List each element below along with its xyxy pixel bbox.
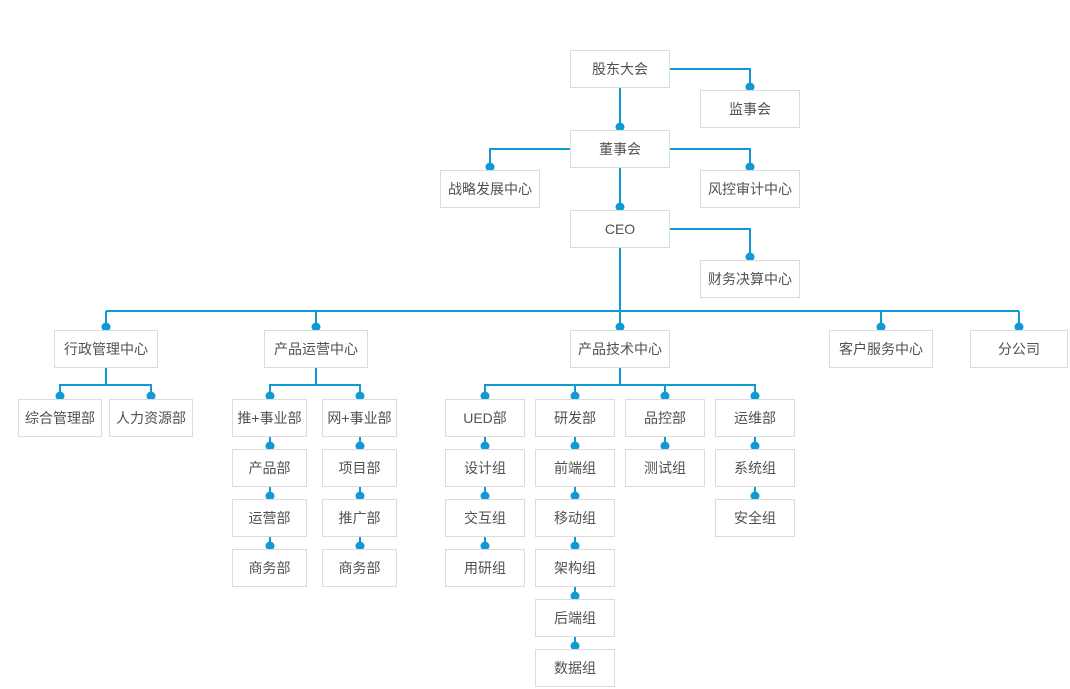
node-testing-group[interactable]: 测试组 [625,449,705,487]
node-system-group[interactable]: 系统组 [715,449,795,487]
node-business-dept-2[interactable]: 商务部 [322,549,397,587]
connector-dot [265,441,275,451]
connector-dot [265,541,275,551]
connector-dot [480,441,490,451]
connector-dot [745,162,755,172]
connector-dot [660,391,670,401]
node-wang-business-dept[interactable]: 网+事业部 [322,399,397,437]
node-rd-dept[interactable]: 研发部 [535,399,615,437]
connector-dot [311,322,321,332]
connector-line [59,384,152,399]
node-customer-service-center[interactable]: 客户服务中心 [829,330,933,368]
connector-dot [570,441,580,451]
connector-dot [355,541,365,551]
node-backend-group[interactable]: 后端组 [535,599,615,637]
connector-dot [355,441,365,451]
node-mobile-group[interactable]: 移动组 [535,499,615,537]
connector-line [489,148,570,170]
connector-dot [101,322,111,332]
node-finance-settlement-center[interactable]: 财务决算中心 [700,260,800,298]
connector-dot [750,391,760,401]
node-product-dept[interactable]: 产品部 [232,449,307,487]
node-qc-dept[interactable]: 品控部 [625,399,705,437]
connector-dot [745,252,755,262]
connector-dot [745,82,755,92]
node-frontend-group[interactable]: 前端组 [535,449,615,487]
node-project-dept[interactable]: 项目部 [322,449,397,487]
node-data-group[interactable]: 数据组 [535,649,615,687]
connector-dot [876,322,886,332]
connector-line [670,148,751,170]
node-shareholders-meeting[interactable]: 股东大会 [570,50,670,88]
connector-dot [615,122,625,132]
node-business-dept-1[interactable]: 商务部 [232,549,307,587]
node-board-of-directors[interactable]: 董事会 [570,130,670,168]
node-supervisory-board[interactable]: 监事会 [700,90,800,128]
connector-dot [570,491,580,501]
connector-dot [570,641,580,651]
node-product-technology-center[interactable]: 产品技术中心 [570,330,670,368]
node-interaction-group[interactable]: 交互组 [445,499,525,537]
node-ued-dept[interactable]: UED部 [445,399,525,437]
node-branch-company[interactable]: 分公司 [970,330,1068,368]
node-general-admin-dept[interactable]: 综合管理部 [18,399,102,437]
connector-dot [570,391,580,401]
node-user-research-group[interactable]: 用研组 [445,549,525,587]
node-hr-dept[interactable]: 人力资源部 [109,399,193,437]
node-ceo[interactable]: CEO [570,210,670,248]
connector-line [269,384,361,399]
connector-line [484,384,756,399]
node-promotion-dept[interactable]: 推广部 [322,499,397,537]
connector-dot [265,491,275,501]
connector-dot [660,441,670,451]
connector-dot [355,391,365,401]
node-admin-management-center[interactable]: 行政管理中心 [54,330,158,368]
connector-dot [750,491,760,501]
connector-line [670,68,751,90]
connector-dots-layer [55,82,1024,651]
node-architecture-group[interactable]: 架构组 [535,549,615,587]
connector-dot [750,441,760,451]
connector-dot [355,491,365,501]
connector-line [670,228,751,260]
connector-dot [485,162,495,172]
connector-dot [615,322,625,332]
connector-dot [570,541,580,551]
node-risk-audit-center[interactable]: 风控审计中心 [700,170,800,208]
node-design-group[interactable]: 设计组 [445,449,525,487]
connector-dot [1014,322,1024,332]
node-security-group[interactable]: 安全组 [715,499,795,537]
node-operations-dept[interactable]: 运营部 [232,499,307,537]
connector-dot [265,391,275,401]
node-product-operations-center[interactable]: 产品运营中心 [264,330,368,368]
connector-dot [480,541,490,551]
connector-dot [480,391,490,401]
connector-dot [480,491,490,501]
node-ops-maintenance-dept[interactable]: 运维部 [715,399,795,437]
node-strategy-development-center[interactable]: 战略发展中心 [440,170,540,208]
node-tui-business-dept[interactable]: 推+事业部 [232,399,307,437]
connector-dot [55,391,65,401]
connector-dot [615,202,625,212]
connector-dot [570,591,580,601]
connector-dot [146,391,156,401]
